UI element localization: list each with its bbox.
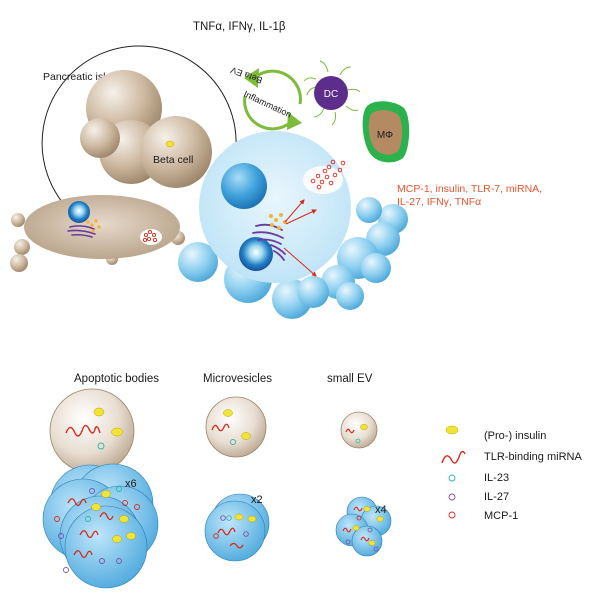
nucleus (68, 201, 90, 223)
cargo-line-1: MCP-1, insulin, TLR-7, miRNA, (397, 183, 542, 195)
apoptotic-body-single (49, 388, 135, 474)
mcp1-icon (448, 511, 456, 519)
legend-label-insulin: (Pro-) insulin (484, 430, 546, 442)
cytokines-label: TNFα, IFNγ, IL-1β (193, 21, 286, 33)
small-ev-cluster (335, 496, 392, 557)
cargo-line-2: IL-27, IFNγ, TNFα (397, 196, 481, 208)
large-cell-nucleus-2 (239, 237, 273, 271)
il27-icon (448, 493, 456, 501)
large-cell-nucleus (221, 163, 267, 209)
microvesicle-cluster (204, 493, 270, 562)
microvesicles-label: Microvesicles (203, 373, 272, 385)
insulin-icon (445, 425, 459, 435)
beta-cell-cluster (80, 70, 212, 188)
large-cell (178, 131, 408, 319)
legend-label-il27: IL-27 (484, 491, 509, 503)
islet-cell (10, 195, 185, 272)
cycle-arrow-top (244, 68, 259, 88)
cycle-arrow-bottom (287, 112, 302, 130)
insulin-granule (165, 140, 175, 148)
macrophage-label: MΦ (377, 130, 393, 141)
small-ev-multiplier: x4 (375, 504, 387, 516)
apoptotic-bodies-multiplier: x6 (125, 478, 137, 490)
golgi-er (67, 225, 96, 238)
legend: (Pro-) insulin TLR-binding miRNA IL-23 I… (441, 425, 582, 522)
apoptotic-bodies-label: Apoptotic bodies (74, 373, 159, 385)
inflammation-cycle: Beta EV Inflammation (229, 65, 302, 131)
islet-label: Pancreatic islet (43, 71, 114, 83)
microvesicles-multiplier: x2 (251, 494, 263, 506)
mirna-icon (441, 450, 466, 464)
beta-cell-label: Beta cell (153, 154, 193, 166)
il23-icon (448, 474, 456, 482)
small-ev-single (340, 411, 378, 449)
legend-label-mcp1: MCP-1 (484, 510, 518, 522)
islet-outline (41, 45, 237, 214)
apoptotic-body-cluster (42, 463, 159, 589)
cycle-top-label: Beta EV (229, 65, 263, 86)
legend-label-il23: IL-23 (484, 472, 509, 484)
dendritic-cell (303, 60, 361, 126)
legend-label-mirna: TLR-binding miRNA (484, 451, 582, 463)
dc-label: DC (324, 89, 338, 100)
macrophage (362, 101, 410, 163)
microvesicle-single (205, 396, 267, 458)
small-ev-label: small EV (327, 373, 373, 385)
